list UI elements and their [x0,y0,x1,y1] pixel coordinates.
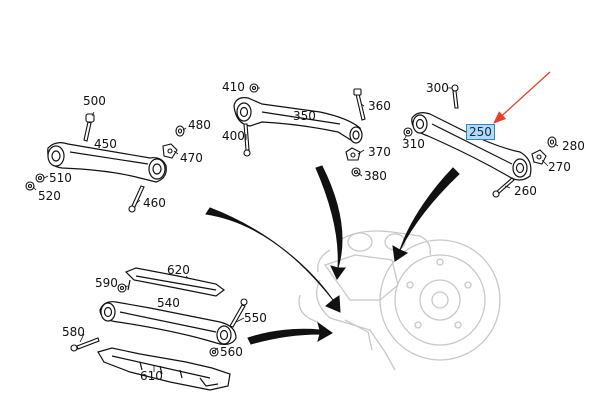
nut-380 [351,167,361,177]
label-480: 480 [188,118,211,132]
cover-620 [124,267,225,297]
nut-410 [249,83,259,93]
label-370: 370 [368,145,391,159]
nut-520 [25,181,35,191]
arm-350 [233,97,363,144]
nut-590 [117,283,127,293]
bolt-460 [128,185,145,213]
label-250-highlighted: 250 [466,124,495,140]
bolt-300 [451,84,459,109]
label-520: 520 [38,189,61,203]
label-540: 540 [157,296,180,310]
label-400: 400 [222,129,245,143]
bolt-400 [243,123,251,157]
label-510: 510 [49,171,72,185]
label-500: 500 [83,94,106,108]
label-260: 260 [514,184,537,198]
label-310: 310 [402,137,425,151]
bolt-360 [353,88,366,121]
label-550: 550 [244,311,267,325]
leader-lines [32,87,559,372]
label-410: 410 [222,80,245,94]
bolt-500 [83,113,95,142]
arm-450 [47,142,167,183]
label-270: 270 [548,160,571,174]
label-620: 620 [167,263,190,277]
nut-510 [35,173,45,183]
nut-560 [209,347,219,357]
nut-280 [547,136,557,148]
shield-610 [97,347,231,391]
nut-480 [175,125,185,137]
bolt-550 [229,298,248,328]
arm-540 [99,301,237,345]
label-280: 280 [562,139,585,153]
label-610: 610 [140,369,163,383]
label-300: 300 [426,81,449,95]
label-560: 560 [220,345,243,359]
label-460: 460 [143,196,166,210]
washer-470 [162,143,178,159]
label-580: 580 [62,325,85,339]
label-350: 350 [293,109,316,123]
label-450: 450 [94,137,117,151]
label-360: 360 [368,99,391,113]
label-590: 590 [95,276,118,290]
bolt-580 [70,337,100,352]
label-470: 470 [180,151,203,165]
washer-370 [345,147,361,161]
bolt-260 [492,177,515,198]
nut-310 [403,127,413,137]
highlight-arrow [493,71,551,124]
label-380: 380 [364,169,387,183]
assembly-arrows [205,165,460,345]
arm-250 [411,112,532,181]
